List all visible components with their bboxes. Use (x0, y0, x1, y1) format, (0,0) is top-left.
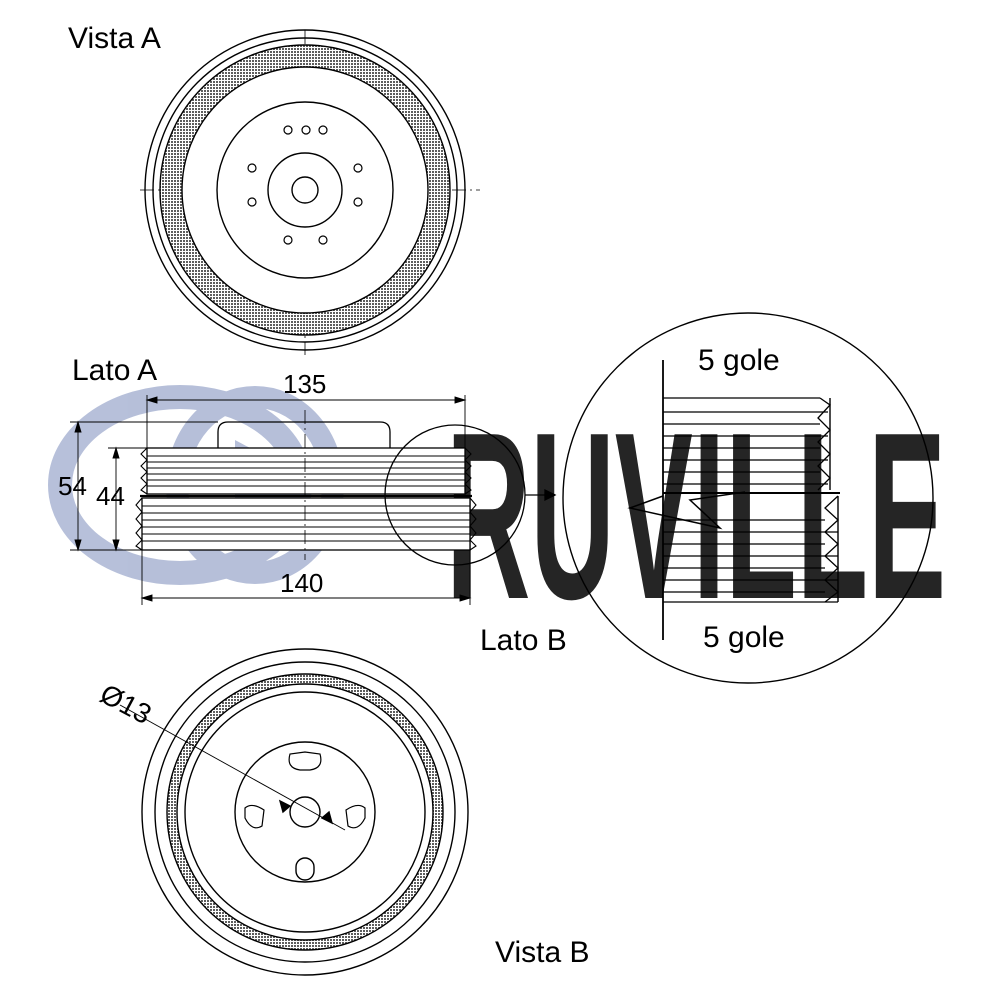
watermark-text: RUVILLE (446, 384, 946, 649)
detail-view (562, 312, 934, 684)
label-lato-a: Lato A (72, 354, 157, 387)
dimension-44: 44 (96, 481, 125, 511)
dimension-140: 140 (280, 568, 323, 598)
label-lato-b: Lato B (480, 624, 567, 657)
label-grooves-bottom: 5 gole (703, 621, 785, 654)
detail-lower-grooves (663, 495, 840, 603)
label-grooves-top: 5 gole (698, 344, 780, 377)
ruville-watermark: RUVILLE (48, 384, 946, 649)
dimension-lines (70, 395, 472, 605)
lower-grooves (142, 505, 470, 542)
upper-grooves (147, 455, 465, 487)
vista-a-view (140, 29, 480, 355)
detail-upper-grooves (663, 397, 831, 491)
dimension-54: 54 (58, 471, 87, 501)
dimension-diameter-13: Ø13 (95, 678, 156, 730)
side-view (135, 410, 557, 566)
label-vista-a: Vista A (68, 22, 161, 55)
vista-b-view (119, 648, 469, 976)
label-vista-b: Vista B (495, 936, 590, 969)
dimension-135: 135 (283, 369, 326, 399)
bolt-holes (247, 125, 363, 245)
